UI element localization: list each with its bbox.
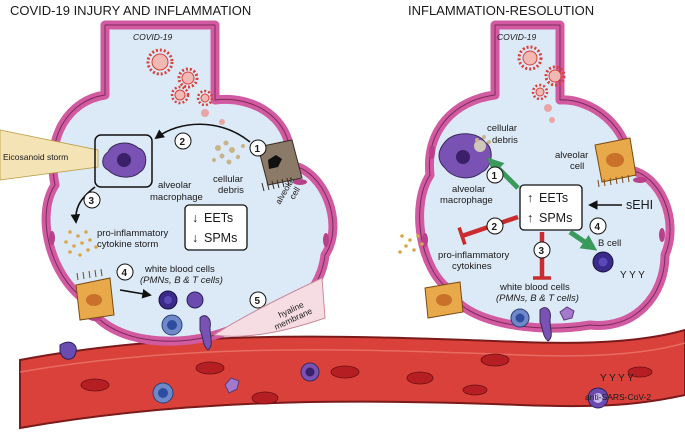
left-cytokine-label-2: cytokine storm: [97, 239, 158, 250]
left-virus-label: COVID-19: [133, 32, 172, 42]
left-step-1: 1: [249, 139, 267, 157]
left-wbc-cells: [158, 290, 212, 351]
virus-icon: [177, 67, 199, 89]
right-wbc-cells: [510, 306, 575, 342]
virus-icon: [531, 83, 549, 101]
right-macrophage-label-2: macrophage: [440, 195, 493, 206]
virus-icon: [146, 48, 174, 76]
svg-text:1: 1: [255, 144, 261, 155]
right-step-1: 1: [486, 166, 504, 184]
left-alveolar-cell: [257, 139, 303, 192]
right-cytokine-label-1: pro-inflammatory: [438, 250, 510, 261]
left-debris-label-2: debris: [218, 185, 244, 196]
blood-vessel: [19, 328, 685, 430]
left-debris-label-1: cellular: [213, 174, 243, 185]
virus-icon: [517, 45, 543, 71]
vessel-leukocytes: [152, 362, 609, 409]
left-step-5: 5: [249, 291, 267, 309]
arrow-debris-to-macrophage: [154, 123, 251, 143]
left-cellular-debris: [212, 140, 245, 165]
left-macrophage-label-1: alveolar: [158, 180, 191, 191]
right-macrophage: [438, 133, 492, 179]
svg-text:2: 2: [180, 137, 186, 148]
right-step-3: 3: [533, 241, 551, 259]
virus-icon: [170, 85, 190, 105]
right-panel-title: INFLAMMATION-RESOLUTION: [408, 3, 594, 18]
eicosanoid-storm: Eicosanoid storm: [0, 129, 99, 181]
left-epithelial-cell: [75, 268, 115, 321]
right-spms-up: ↑: [527, 211, 533, 225]
antibody-label: anti-SARS-CoV-2: [585, 392, 651, 402]
right-alveolar-cell: [594, 137, 637, 188]
right-spms-label: SPMs: [539, 211, 572, 225]
right-alveolar-cell-label-1: alveolar: [555, 150, 588, 161]
virus-icon: [544, 65, 566, 87]
svg-text:2: 2: [492, 222, 498, 233]
arrow-macrophage-to-cytokines: [70, 186, 96, 224]
svg-text:3: 3: [539, 246, 545, 257]
right-wbc-label-2: (PMNs, B & T cells): [496, 293, 579, 304]
right-macrophage-label-1: alveolar: [452, 184, 485, 195]
virus-icon: [196, 89, 214, 107]
left-mediator-box: ↓ EETs ↓ SPMs: [184, 204, 248, 251]
svg-text:4: 4: [122, 268, 128, 279]
right-debris-label-2: debris: [492, 135, 518, 146]
left-cytokine-particles: [64, 230, 98, 257]
eicosanoid-storm-label: Eicosanoid storm: [3, 152, 68, 162]
right-virus-label: COVID-19: [497, 32, 536, 42]
right-eets-up: ↑: [527, 191, 533, 205]
left-wbc-label-2: (PMNs, B & T cells): [140, 275, 223, 286]
left-spms-label: SPMs: [204, 231, 237, 245]
right-cytokine-label-2: cytokines: [452, 261, 492, 272]
left-panel-title: COVID-19 INJURY AND INFLAMMATION: [10, 3, 251, 18]
sehi-label: sEHI: [626, 198, 653, 212]
right-endothelial-nuclei: [422, 145, 665, 247]
left-virus-particles: [146, 48, 225, 125]
arrow-mediators-to-macrophage: [487, 157, 520, 190]
antibody-glyphs: Y Y Y Y: [600, 373, 634, 384]
right-alveolar-cell-label-2: cell: [570, 161, 584, 172]
red-blood-cells: [80, 353, 653, 405]
hyaline-membrane: [212, 277, 326, 337]
arrow-mediators-to-b-cell: [568, 229, 598, 251]
b-cell-label: B cell: [598, 238, 621, 249]
left-step-4: 4: [116, 263, 134, 281]
left-cytokine-label-1: pro-inflammatory: [97, 228, 169, 239]
left-spms-down: ↓: [192, 231, 198, 245]
right-cellular-debris: [475, 135, 491, 144]
left-transmigrating-cell: [59, 341, 77, 360]
left-eets-label: EETs: [204, 211, 233, 225]
right-debris-label-1: cellular: [487, 123, 517, 134]
svg-text:1: 1: [492, 171, 498, 182]
right-step-4: 4: [589, 217, 607, 235]
antibody-secreted-glyphs: Y Y Y: [620, 270, 645, 281]
svg-text:5: 5: [255, 296, 261, 307]
right-epithelial-cell: [424, 281, 464, 319]
svg-text:4: 4: [595, 222, 601, 233]
left-macrophage-box: [94, 134, 153, 188]
right-step-2: 2: [486, 217, 504, 235]
right-virus-particles: [517, 45, 566, 123]
left-eets-down: ↓: [192, 211, 198, 225]
right-mediator-box: ↑ EETs ↑ SPMs: [519, 184, 583, 231]
left-step-2: 2: [174, 132, 192, 150]
svg-text:3: 3: [89, 196, 95, 207]
right-wbc-label-1: white blood cells: [499, 282, 570, 293]
left-wbc-label-1: white blood cells: [144, 264, 215, 275]
arrow-cytokines-to-wbc: [119, 289, 152, 299]
right-eets-label: EETs: [539, 191, 568, 205]
left-macrophage-label-2: macrophage: [150, 192, 203, 203]
left-step-3: 3: [83, 191, 101, 209]
b-cell: [592, 251, 614, 273]
right-cytokine-particles: [398, 234, 424, 254]
